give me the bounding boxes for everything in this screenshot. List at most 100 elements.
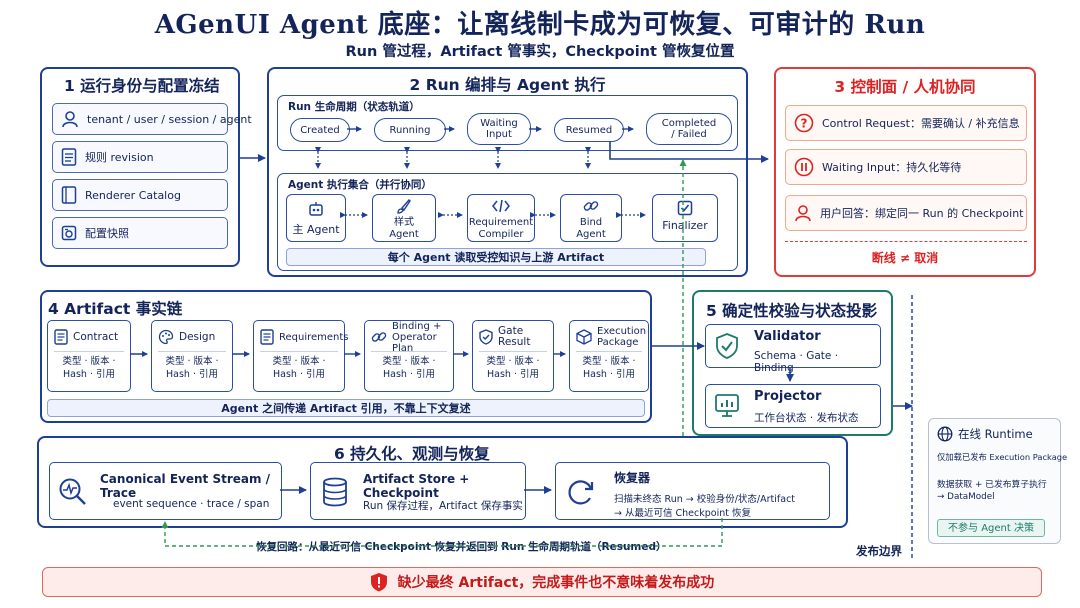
- section-6-title: 6 持久化、观测与恢复: [334, 445, 490, 463]
- state-created: Created: [290, 118, 350, 142]
- section-5-title: 5 确定性校验与状态投影: [706, 302, 878, 320]
- user-answer-item: 用户回答：绑定同一 Run 的 Checkpoint: [785, 195, 1027, 231]
- projector-title: Projector: [754, 389, 822, 404]
- artifact-meta: Hash · 引用: [166, 369, 218, 380]
- artifact-store-desc: Run 保存过程，Artifact 保存事实: [363, 500, 523, 512]
- artifact-meta: Hash · 引用: [273, 369, 325, 380]
- section-1-title: 1 运行身份与配置冻结: [64, 77, 220, 95]
- page-title: AGenUI Agent 底座：让离线制卡成为可恢复、可审计的 Run: [154, 10, 926, 40]
- artifact-name: Binding + Operator Plan: [392, 320, 442, 354]
- control-request-item: ? Control Request：需要确认 / 补充信息: [785, 105, 1027, 141]
- artifact-meta: 类型 · 版本 ·: [62, 356, 116, 367]
- section-run-orchestration: 2 Run 编排与 Agent 执行 Run 生命周期（状态轨道） Create…: [267, 67, 748, 277]
- artifact-name: Gate Result: [498, 325, 531, 348]
- agent-main: 主 Agent: [286, 194, 346, 242]
- link-icon: [371, 329, 387, 345]
- palette-icon: [158, 329, 174, 345]
- waiting-input-label: Waiting Input：持久化等待: [822, 161, 962, 174]
- artifact-meta: 类型 · 版本 ·: [486, 356, 540, 367]
- agent-bind: Bind Agent: [560, 194, 622, 242]
- shield-check-icon: [479, 329, 493, 345]
- shield-check-icon: [714, 332, 740, 360]
- config-snapshot-label: 配置快照: [85, 227, 129, 240]
- section-control-plane: 3 控制面 / 人机协同 ? Control Request：需要确认 / 补充…: [774, 67, 1036, 277]
- artifact-meta: Hash · 引用: [487, 369, 539, 380]
- search-trace-icon: [58, 477, 88, 507]
- agent-finalizer: Finalizer: [652, 194, 718, 242]
- rules-revision-item: 规则 revision: [52, 141, 228, 173]
- question-icon: ?: [794, 113, 814, 133]
- lifecycle-panel: Run 生命周期（状态轨道） Created Running Waiting I…: [277, 95, 738, 151]
- publish-boundary-label: 发布边界: [856, 544, 902, 558]
- artifact-store-card: Artifact Store + Checkpoint Run 保存过程，Art…: [310, 462, 526, 520]
- renderer-catalog-label: Renderer Catalog: [85, 188, 181, 202]
- bottom-warning-text: 缺少最终 Artifact，完成事件也不意味着发布成功: [397, 575, 715, 591]
- user-answer-label: 用户回答：绑定同一 Run 的 Checkpoint: [820, 207, 1024, 220]
- agent-finalizer-label: Finalizer: [662, 219, 708, 232]
- page-subtitle: Run 管过程，Artifact 管事实，Checkpoint 管恢复位置: [345, 44, 735, 60]
- runtime-title: 在线 Runtime: [958, 427, 1033, 441]
- recovery-loop-label: 恢复回路：从最近可信 Checkpoint 恢复并返回到 Run 生命周期轨道（…: [252, 539, 671, 554]
- artifact-card-gate-result: Gate Result 类型 · 版本 · Hash · 引用: [472, 320, 554, 392]
- section-artifact-chain: 4 Artifact 事实链 Contract 类型 · 版本 ·Hash · …: [40, 290, 652, 423]
- event-stream-desc: event sequence · trace / span: [113, 498, 270, 510]
- pause-icon: [794, 157, 814, 177]
- artifact-card-requirements: Requirements 类型 · 版本 ·Hash · 引用: [253, 320, 349, 392]
- monitor-chart-icon: [714, 393, 740, 419]
- artifact-meta: Hash · 引用: [63, 369, 115, 380]
- link-icon: [561, 198, 621, 217]
- recoverer-line-2: → 从最近可信 Checkpoint 恢复: [614, 508, 751, 519]
- runtime-line-3: → DataModel: [937, 492, 995, 502]
- state-running: Running: [374, 118, 446, 142]
- artifact-name: Design: [179, 330, 216, 343]
- dashed-divider: [785, 241, 1027, 242]
- section-validation-projection: 5 确定性校验与状态投影 Validator Schema · Gate · B…: [692, 290, 893, 436]
- bottom-warning-bar: 缺少最终 Artifact，完成事件也不意味着发布成功: [42, 567, 1042, 597]
- document-icon: [61, 148, 77, 166]
- artifact-meta: 类型 · 版本 ·: [165, 356, 219, 367]
- state-waiting-input: Waiting Input: [467, 113, 531, 145]
- artifact-meta: Hash · 引用: [383, 369, 435, 380]
- artifact-card-contract: Contract 类型 · 版本 · Hash · 引用: [47, 320, 131, 392]
- agent-main-label: 主 Agent: [292, 223, 340, 236]
- document-icon: [260, 329, 274, 345]
- artifact-card-binding-plan: Binding + Operator Plan 类型 · 版本 ·Hash · …: [364, 320, 454, 392]
- artifact-name: Execution Package: [597, 326, 647, 348]
- user-icon: [61, 110, 79, 128]
- lifecycle-title: Run 生命周期（状态轨道）: [288, 101, 420, 113]
- validator-title: Validator: [754, 329, 821, 344]
- section-identity-config: 1 运行身份与配置冻结 tenant / user / session / ag…: [40, 67, 252, 267]
- user-icon: [794, 204, 812, 222]
- section-3-title: 3 控制面 / 人机协同: [834, 78, 976, 96]
- section-persistence-recovery: 6 持久化、观测与恢复 Canonical Event Stream / Tra…: [37, 436, 848, 528]
- code-icon: [468, 198, 534, 217]
- runtime-line-2: 数据获取 + 已发布算子执行: [937, 480, 1047, 490]
- artifact-meta: Hash · 引用: [583, 369, 635, 380]
- waiting-input-item: Waiting Input：持久化等待: [785, 149, 1027, 185]
- agent-style: 样式 Agent: [372, 194, 436, 242]
- recoverer-title: 恢复器: [614, 471, 651, 485]
- agent-set-footer: 每个 Agent 读取受控知识与上游 Artifact: [286, 248, 706, 266]
- state-resumed: Resumed: [554, 118, 624, 142]
- agent-set-title: Agent 执行集合（并行协同）: [288, 179, 432, 191]
- artifact-name: Contract: [73, 330, 119, 343]
- projector-card: Projector 工作台状态 · 发布状态: [705, 384, 881, 428]
- book-icon: [61, 186, 77, 204]
- event-stream-title: Canonical Event Stream / Trace: [100, 472, 271, 500]
- disconnect-note: 断线 ≠ 取消: [871, 251, 939, 265]
- projector-desc: 工作台状态 · 发布状态: [754, 412, 859, 424]
- package-icon: [576, 329, 592, 345]
- agent-set-panel: Agent 执行集合（并行协同） 主 Agent 样式 Agent Requir…: [277, 173, 738, 271]
- check-square-icon: [653, 200, 717, 219]
- brush-icon: [373, 198, 435, 217]
- robot-icon: [287, 200, 345, 221]
- validator-card: Validator Schema · Gate · Binding: [705, 324, 881, 374]
- refresh-icon: [566, 477, 596, 507]
- identity-item: tenant / user / session / agent: [52, 103, 252, 135]
- artifact-card-execution-package: Execution Package 类型 · 版本 ·Hash · 引用: [569, 320, 649, 392]
- agent-bind-label: Bind Agent: [576, 217, 606, 240]
- camera-icon: [61, 225, 77, 241]
- control-request-label: Control Request：需要确认 / 补充信息: [822, 117, 1020, 130]
- recoverer-card: 恢复器 扫描未终态 Run → 校验身份/状态/Artifact → 从最近可信…: [555, 462, 830, 520]
- renderer-catalog-item: Renderer Catalog: [52, 179, 228, 211]
